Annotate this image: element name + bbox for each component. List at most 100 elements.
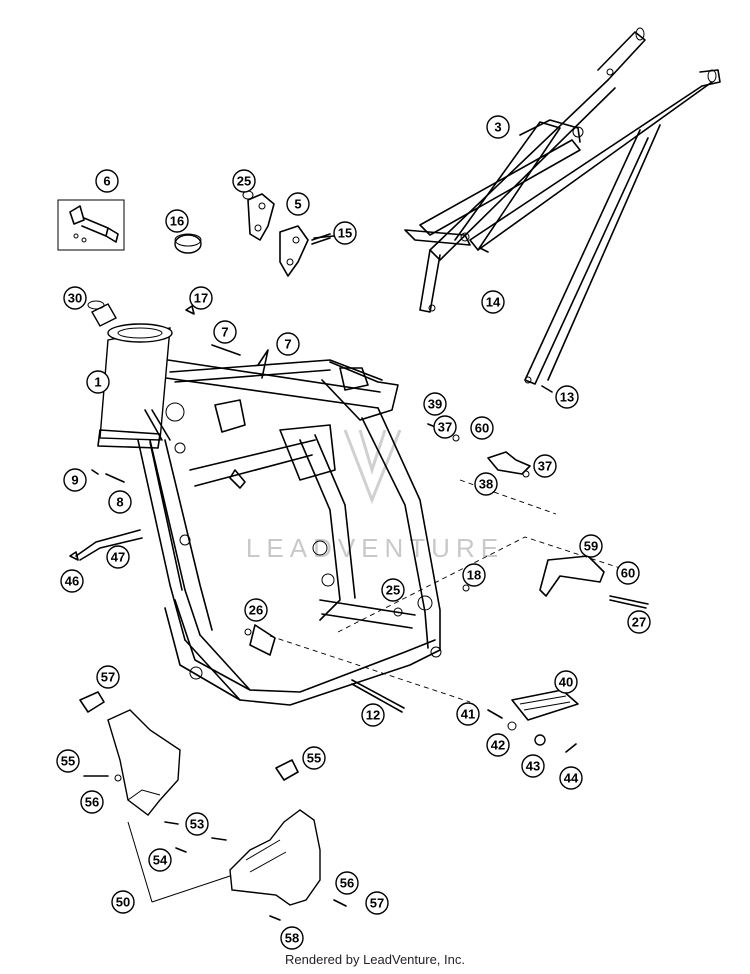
hose-47	[75, 529, 143, 561]
callout-57: 57	[96, 665, 120, 689]
nut-26	[244, 628, 252, 636]
callout-1: 1	[86, 370, 110, 394]
callout-label: 26	[249, 603, 263, 618]
callout-37: 37	[433, 415, 457, 439]
callout-circle	[96, 665, 120, 689]
callout-circle	[486, 115, 510, 139]
callout-circle	[335, 871, 359, 895]
callout-label: 60	[621, 566, 635, 581]
callout-25: 25	[232, 169, 256, 193]
callout-label: 12	[366, 708, 380, 723]
callout-label: 7	[221, 325, 228, 340]
callout-circle	[111, 890, 135, 914]
callout-label: 55	[61, 754, 75, 769]
callout-circle	[106, 545, 130, 569]
frame-guard-right	[175, 759, 347, 921]
callout-label: 1	[94, 375, 101, 390]
steering-lock-kit	[57, 199, 125, 251]
callout-circle	[559, 766, 583, 790]
callout-55: 55	[56, 749, 80, 773]
callout-14: 14	[481, 290, 505, 314]
grommet	[87, 300, 117, 327]
callout-12: 12	[361, 703, 385, 727]
callout-46: 46	[60, 569, 84, 593]
leader-dashed	[337, 536, 621, 633]
callout-60: 60	[470, 416, 494, 440]
callout-label: 57	[370, 896, 384, 911]
callout-label: 44	[564, 771, 579, 786]
callout-label: 43	[526, 759, 540, 774]
watermark: LEADVENTURE	[246, 429, 504, 563]
callout-circle	[433, 415, 457, 439]
rear-subframe	[404, 27, 721, 385]
leader-lines	[127, 821, 231, 903]
footer-credit: Rendered by LeadVenture, Inc.	[285, 952, 465, 967]
callout-56: 56	[80, 790, 104, 814]
callout-8: 8	[108, 490, 132, 514]
footpeg-assembly	[487, 689, 579, 753]
main-frame	[97, 323, 442, 706]
callout-circle	[381, 578, 405, 602]
callout-circle	[462, 563, 486, 587]
callout-40: 40	[554, 670, 578, 694]
callout-41: 41	[456, 702, 480, 726]
callout-circle	[361, 703, 385, 727]
clamp-46	[69, 551, 79, 561]
callout-15: 15	[333, 221, 357, 245]
callout-circle	[579, 534, 603, 558]
callout-label: 53	[190, 817, 204, 832]
callout-circle	[481, 290, 505, 314]
callout-label: 16	[170, 214, 184, 229]
callout-circle	[627, 610, 651, 634]
callout-circle	[86, 370, 110, 394]
callout-26: 26	[244, 598, 268, 622]
callout-label: 6	[103, 174, 110, 189]
callout-label: 38	[479, 477, 493, 492]
callout-39: 39	[423, 392, 447, 416]
callout-circle	[185, 812, 209, 836]
callout-circle	[616, 561, 640, 585]
callout-53: 53	[185, 812, 209, 836]
callout-6: 6	[95, 169, 119, 193]
callout-42: 42	[486, 733, 510, 757]
callout-55: 55	[302, 746, 326, 770]
callout-label: 5	[294, 197, 301, 212]
callout-label: 58	[285, 931, 299, 946]
frame-guard-left	[79, 691, 181, 825]
callout-circle	[302, 746, 326, 770]
callout-37: 37	[533, 454, 557, 478]
callout-label: 3	[494, 120, 501, 135]
callout-circle	[470, 416, 494, 440]
pedal-guard	[539, 555, 649, 609]
callout-3: 3	[486, 115, 510, 139]
callout-label: 40	[559, 675, 573, 690]
leader-dashed-3	[459, 479, 557, 515]
callout-label: 59	[584, 539, 598, 554]
callout-7: 7	[213, 320, 237, 344]
callout-circle	[165, 209, 189, 233]
watermark-text: LEADVENTURE	[246, 533, 504, 563]
callout-44: 44	[559, 766, 583, 790]
callout-circle	[213, 320, 237, 344]
callout-circle	[456, 702, 480, 726]
plug-18	[462, 584, 470, 592]
callout-label: 25	[386, 583, 400, 598]
callout-label: 57	[101, 670, 115, 685]
callout-circle	[80, 790, 104, 814]
callout-circle	[108, 490, 132, 514]
callout-circle	[555, 385, 579, 409]
clip	[185, 305, 195, 315]
callout-circle	[148, 848, 172, 872]
callout-27: 27	[627, 610, 651, 634]
callout-13: 13	[555, 385, 579, 409]
callout-58: 58	[280, 926, 304, 950]
callout-label: 13	[560, 390, 574, 405]
callout-label: 17	[194, 291, 208, 306]
callout-label: 7	[284, 337, 291, 352]
callout-label: 9	[71, 473, 78, 488]
callout-label: 14	[486, 295, 501, 310]
callout-5: 5	[286, 192, 310, 216]
callout-9: 9	[63, 468, 87, 492]
callout-circle	[63, 286, 87, 310]
